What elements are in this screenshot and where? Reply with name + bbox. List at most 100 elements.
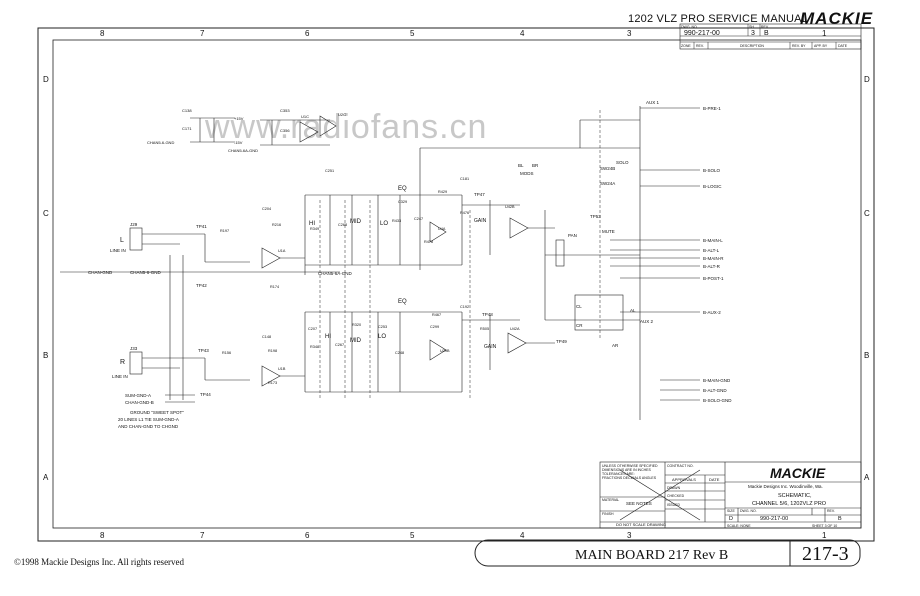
tp53: TP53 xyxy=(590,214,601,219)
ch5-eq: EQ xyxy=(398,186,407,192)
part-c248: C248 xyxy=(395,351,404,355)
page-number: 217-3 xyxy=(802,543,849,565)
part-r174: R174 xyxy=(270,285,279,289)
tp44: TP44 xyxy=(200,392,211,397)
tp41: TP41 xyxy=(196,224,207,229)
part-c299: C299 xyxy=(430,325,439,329)
tp42: TP42 xyxy=(196,283,207,288)
date-label: DATE xyxy=(709,477,720,482)
aux2-label: AUX 2 xyxy=(640,319,654,324)
tb-rev-value: B xyxy=(838,516,842,522)
mute-label: MUTE xyxy=(602,229,615,234)
tb-rev-label: REV. xyxy=(827,509,835,513)
scale-label: SCALE: NONE xyxy=(727,524,751,528)
pot-links xyxy=(319,110,601,400)
note-line-3: GROUND "SWEET SPOT" xyxy=(130,410,184,415)
channel-6-wiring xyxy=(129,311,640,393)
ch6-hi: HI xyxy=(325,334,331,340)
part-c268: C268 xyxy=(338,223,347,227)
mackie-logo: MACKIE xyxy=(800,9,874,28)
ch6-lo: LO xyxy=(378,334,386,340)
ch5-mid: MID xyxy=(350,219,362,225)
finish-label: FINISH xyxy=(602,512,614,516)
tp49: TP49 xyxy=(556,339,567,344)
part-c207: C207 xyxy=(308,327,317,331)
rev-value: B xyxy=(764,30,769,37)
ground-note: SUM-GND-A CHAN-GND-B GROUND "SWEET SPOT"… xyxy=(118,393,195,429)
sh-value: 3 xyxy=(751,30,755,37)
watermark: www.radiofans.cn xyxy=(205,108,488,146)
power-block xyxy=(190,115,337,146)
grid-row-right-D: D xyxy=(864,75,870,84)
ch6-gain: GAIN xyxy=(484,344,497,350)
grid-row-right-A: A xyxy=(864,473,870,482)
part-u4a: U4A xyxy=(438,227,446,231)
part-r349: R349 xyxy=(310,227,319,231)
part-r505: R505 xyxy=(480,327,489,331)
approvals-label: APPROVALS xyxy=(672,477,696,482)
al-label: AL xyxy=(630,308,636,313)
tb-dwg-no: 990-217-00 xyxy=(760,516,788,522)
footer-frame xyxy=(474,539,861,567)
cap-c171: C171 xyxy=(182,126,192,131)
rev-col-4: APP. BY xyxy=(814,44,828,48)
bus-output-b-solo: B-SOLO xyxy=(703,168,721,173)
bus-output-b-main-l: B-MAIN-L xyxy=(703,238,723,243)
chan-gnd: CHAN-GND xyxy=(88,270,113,275)
size-value: D xyxy=(729,516,733,522)
part-r198: R198 xyxy=(268,349,277,353)
part-c251: C251 xyxy=(325,169,334,173)
sw24a-label: SW24A xyxy=(600,181,615,186)
part-r320: R320 xyxy=(352,323,361,327)
ch5-gain: GAIN xyxy=(474,218,487,224)
part-c329: C329 xyxy=(398,200,407,204)
part-c192: C192 xyxy=(460,305,469,309)
rev-label: REV. xyxy=(761,25,769,29)
right-block-wiring xyxy=(419,106,700,420)
tb-dwg-label: DWG. NO. xyxy=(740,509,757,513)
contract-no-label: CONTRACT NO. xyxy=(667,464,694,468)
part-c148: C148 xyxy=(262,335,271,339)
br-label: BR xyxy=(532,163,539,168)
grid-col-top-5: 5 xyxy=(410,29,415,38)
bl-label: BL xyxy=(518,163,524,168)
material-label: MATERIAL xyxy=(602,498,619,502)
cap-c356: C356 xyxy=(280,128,290,133)
rev-col-1: REV. xyxy=(696,44,704,48)
unless-1: UNLESS OTHERWISE SPECIFIED xyxy=(602,464,658,468)
bus-output-b-alt-r: B-ALT-R xyxy=(703,264,721,269)
bus-output-b-logic: B-LOGIC xyxy=(703,184,722,189)
grid-row-left-B: B xyxy=(43,351,48,360)
bus-output-b-alt-l: B-ALT-L xyxy=(703,248,720,253)
rev-col-5: DATE xyxy=(838,44,848,48)
unless-4: FRACTIONS DECIMALS ANGLES xyxy=(602,476,657,480)
grid-row-left-C: C xyxy=(43,209,49,218)
part-r467: R467 xyxy=(432,313,441,317)
part-c253: C253 xyxy=(378,325,387,329)
dwg-no-label: DWG. NO. xyxy=(681,25,698,29)
issued-label: ISSUED xyxy=(667,503,681,507)
ch5-L: L xyxy=(120,237,124,244)
ar-label: AR xyxy=(612,343,619,348)
grid-col-bottom-1: 1 xyxy=(822,531,827,540)
size-label: SIZE xyxy=(727,509,735,513)
sh-label: SH xyxy=(749,25,754,29)
bus-output-b-post-1: B-POST-1 xyxy=(703,276,724,281)
ch6-R: R xyxy=(120,359,125,366)
pwr-gnd-1: CHAN5-6-GND xyxy=(147,140,174,145)
bus-output-b-main-r: B-MAIN-R xyxy=(703,256,724,261)
chan56-gnd: CHAN5-6-GND xyxy=(130,270,162,275)
sheet-label: SHEET 3 OF 10 xyxy=(812,524,837,528)
ch5-lo: LO xyxy=(380,221,388,227)
note-line-5: AND CHAN-GND TO CHGND xyxy=(118,424,179,429)
tp47: TP47 xyxy=(474,192,485,197)
tp48: TP48 xyxy=(482,312,493,317)
solo-label: SOLO xyxy=(616,160,629,165)
part-c267: C267 xyxy=(335,343,344,347)
part-c204: C204 xyxy=(262,207,271,211)
manual-title: 1202 VLZ PRO SERVICE MANUAL xyxy=(628,13,809,25)
bus-output-b-alt-gnd: B-ALT-GND xyxy=(703,388,727,393)
part-r173: R173 xyxy=(268,381,277,385)
grid-col-bottom-6: 6 xyxy=(305,531,310,540)
